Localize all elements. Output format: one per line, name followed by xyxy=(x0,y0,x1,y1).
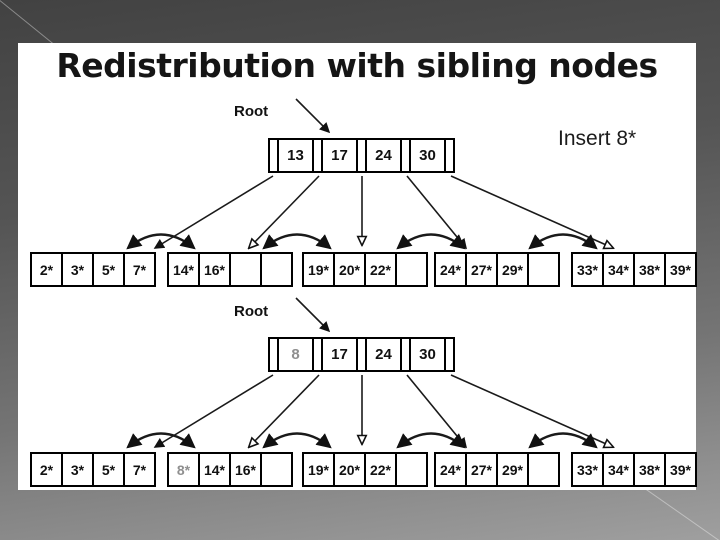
leaf-cell: 38* xyxy=(633,254,664,285)
pointer-slot xyxy=(312,339,321,370)
root-key: 24 xyxy=(365,339,400,370)
leaf-cell: 29* xyxy=(496,454,527,485)
pointer-slot xyxy=(270,339,277,370)
fan-arrow xyxy=(249,175,320,248)
pointer-slot xyxy=(400,339,409,370)
leaf-cell: 33* xyxy=(576,261,599,278)
leaf-cell xyxy=(395,254,426,285)
leaf-cell: 29* xyxy=(496,254,527,285)
root-pointer-arrow xyxy=(295,98,331,134)
leaf-node: 24* 27* 29* xyxy=(434,252,560,287)
pointer-slot xyxy=(356,339,365,370)
root-key: 24 xyxy=(365,140,400,171)
fan-arrow xyxy=(153,175,274,249)
leaf-cell: 22* xyxy=(364,254,395,285)
root-key: 13 xyxy=(277,140,312,171)
root-label-tree2: Root xyxy=(234,303,269,320)
root-label-tree1: Root xyxy=(234,103,269,120)
slide-title: Redistribution with sibling nodes xyxy=(56,46,658,85)
leaf-cell: 24* xyxy=(439,261,462,278)
leaf-cell: 34* xyxy=(602,454,633,485)
leaf-node: 33* 34* 38* 39* xyxy=(571,452,697,487)
sibling-arc xyxy=(262,432,332,449)
leaf-cell: 39* xyxy=(664,254,695,285)
leaf-cell: 16* xyxy=(229,454,260,485)
sibling-arc xyxy=(396,432,466,449)
leaf-cell: 20* xyxy=(333,454,364,485)
leaf-cell: 2* xyxy=(39,261,54,278)
sibling-arc xyxy=(528,233,598,250)
fan-arrow xyxy=(153,374,274,448)
leaf-cell: 34* xyxy=(602,254,633,285)
leaf-cell: 16* xyxy=(198,254,229,285)
fan-arrow xyxy=(450,374,613,447)
leaf-cell: 3* xyxy=(61,454,92,485)
leaf-node: 19* 20* 22* xyxy=(302,252,428,287)
leaf-cell: 2* xyxy=(39,461,54,478)
root-key: 17 xyxy=(321,140,356,171)
fan-arrow xyxy=(249,374,320,447)
leaf-cell: 24* xyxy=(439,461,462,478)
leaf-node: 14* 16* xyxy=(167,252,293,287)
leaf-cell xyxy=(229,254,260,285)
leaf-node: 24* 27* 29* xyxy=(434,452,560,487)
pointer-slot xyxy=(444,339,453,370)
root-node-tree2: 8 17 24 30 xyxy=(268,337,455,372)
leaf-cell: 27* xyxy=(465,454,496,485)
sibling-arc xyxy=(126,432,196,449)
sibling-arc xyxy=(262,233,332,250)
leaf-node: 2* 3* 5* 7* xyxy=(30,452,156,487)
leaf-cell: 7* xyxy=(123,454,154,485)
leaf-cell: 5* xyxy=(92,454,123,485)
leaf-cell xyxy=(260,254,291,285)
leaf-node: 8* 14* 16* xyxy=(167,452,293,487)
leaf-cell: 22* xyxy=(364,454,395,485)
leaf-cell: 19* xyxy=(307,461,330,478)
sibling-arc xyxy=(126,233,196,250)
leaf-cell: 27* xyxy=(465,254,496,285)
leaf-cell: 3* xyxy=(61,254,92,285)
pointer-slot xyxy=(356,140,365,171)
fan-arrow xyxy=(450,175,613,248)
fan-arrow xyxy=(406,175,467,250)
leaf-node: 2* 3* 5* 7* xyxy=(30,252,156,287)
leaf-node: 19* 20* 22* xyxy=(302,452,428,487)
root-key: 30 xyxy=(409,339,444,370)
leaf-cell xyxy=(395,454,426,485)
root-key: 17 xyxy=(321,339,356,370)
leaf-cell xyxy=(260,454,291,485)
leaf-cell-new: 8* xyxy=(176,461,191,478)
root-node-tree1: 13 17 24 30 xyxy=(268,138,455,173)
leaf-cell xyxy=(527,454,558,485)
root-key-new: 8 xyxy=(277,339,312,370)
leaf-cell: 39* xyxy=(664,454,695,485)
leaf-cell: 20* xyxy=(333,254,364,285)
sibling-arc xyxy=(396,233,466,250)
leaf-cell: 19* xyxy=(307,261,330,278)
root-key: 30 xyxy=(409,140,444,171)
leaf-cell: 7* xyxy=(123,254,154,285)
pointer-slot xyxy=(444,140,453,171)
leaf-cell: 14* xyxy=(198,454,229,485)
leaf-cell: 14* xyxy=(172,261,195,278)
leaf-node: 33* 34* 38* 39* xyxy=(571,252,697,287)
leaf-cell xyxy=(527,254,558,285)
sibling-arc xyxy=(528,432,598,449)
fan-arrow xyxy=(406,374,467,449)
pointer-slot xyxy=(312,140,321,171)
root-pointer-arrow xyxy=(295,297,331,333)
leaf-cell: 38* xyxy=(633,454,664,485)
pointer-slot xyxy=(400,140,409,171)
insert-annotation: Insert 8* xyxy=(558,127,637,150)
leaf-cell: 5* xyxy=(92,254,123,285)
pointer-slot xyxy=(270,140,277,171)
leaf-cell: 33* xyxy=(576,461,599,478)
